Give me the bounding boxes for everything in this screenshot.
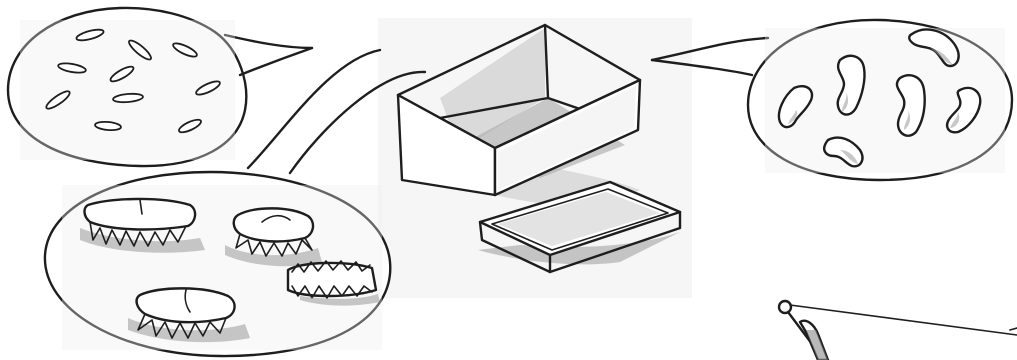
kidney-bean-icon bbox=[946, 86, 982, 134]
bottle-cap-icon bbox=[286, 260, 380, 306]
bottle-caps-bubble bbox=[43, 48, 427, 358]
kidney-bean-icon bbox=[895, 74, 926, 137]
kidney-bean-icon bbox=[908, 28, 960, 68]
bottle-cap-icon bbox=[128, 287, 250, 343]
rod-with-string-icon bbox=[777, 299, 1017, 360]
kidney-beans-bubble bbox=[650, 18, 1014, 182]
rice-grains-bubble bbox=[6, 6, 314, 168]
bottle-cap-icon bbox=[225, 207, 322, 267]
rice-grain-icons bbox=[45, 28, 221, 134]
kidney-bean-icon bbox=[777, 85, 814, 129]
bottle-cap-icon bbox=[80, 197, 205, 253]
kidney-bean-icon bbox=[836, 54, 866, 116]
box-lid-icon bbox=[478, 180, 682, 274]
kidney-bean-icon bbox=[823, 136, 864, 168]
